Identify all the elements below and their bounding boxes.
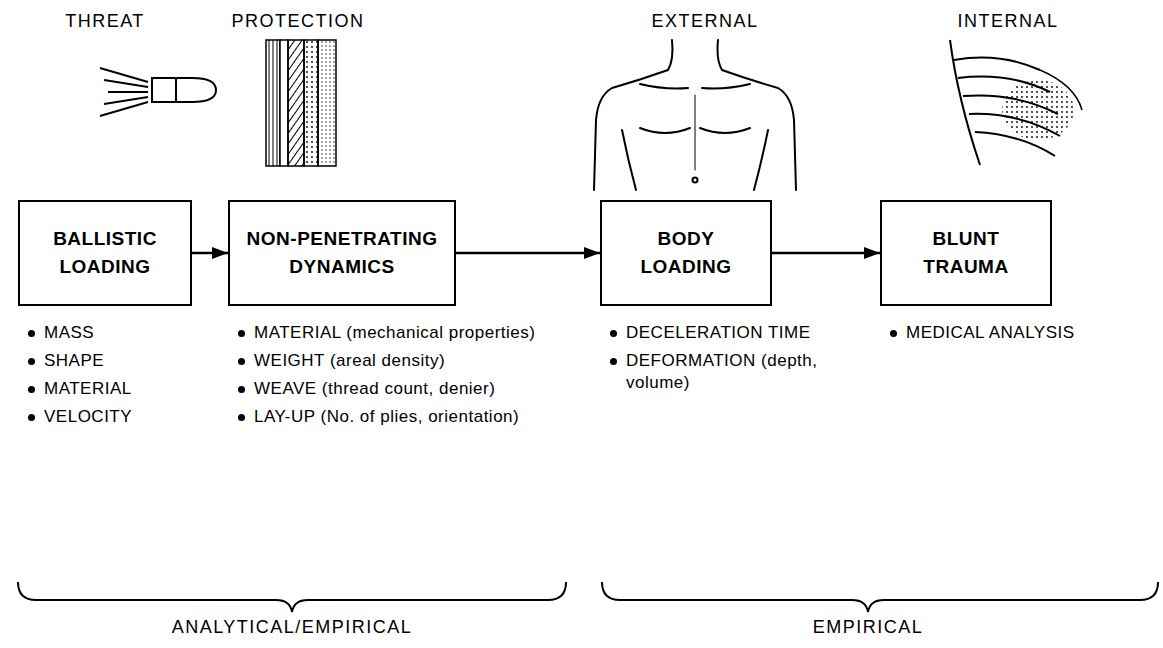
bullet-dot [238,414,245,421]
flow-arrow [192,252,228,255]
list-item: MEDICAL ANALYSIS [886,322,1146,344]
process-box: NON-PENETRATING DYNAMICS [228,200,456,306]
bullet-dot [610,330,617,337]
list-item: DECELERATION TIME [606,322,866,344]
list-item: DEFORMATION (depth, volume) [606,350,866,394]
process-box: BLUNT TRAUMA [880,200,1052,306]
list-item: SHAPE [24,350,224,372]
bracket [18,582,566,612]
list-item: WEIGHT (areal density) [234,350,574,372]
process-box: BALLISTIC LOADING [18,200,192,306]
column-heading: THREAT [65,10,145,33]
bullet-dot [28,358,35,365]
box-label: BALLISTIC LOADING [28,225,182,280]
bracket [602,582,1158,612]
column-heading: PROTECTION [231,10,364,33]
process-box: BODY LOADING [600,200,772,306]
bullet-dot [238,358,245,365]
bullet-illustration [100,68,216,116]
flow-arrow [772,252,880,255]
box-label: BLUNT TRAUMA [890,225,1042,280]
bracket-label: EMPIRICAL [813,616,924,639]
bullet-dot [890,330,897,337]
armor-layers-illustration [266,40,336,166]
list-item: MASS [24,322,224,344]
bullet-dot [238,386,245,393]
list-item: LAY-UP (No. of plies, orientation) [234,406,574,428]
list-item: VELOCITY [24,406,224,428]
ribcage-illustration [950,40,1082,165]
box-label: NON-PENETRATING DYNAMICS [238,225,446,280]
bullet-dot [610,358,617,365]
bullet-dot [238,330,245,337]
list-item: MATERIAL (mechanical properties) [234,322,574,344]
list-item: WEAVE (thread count, denier) [234,378,574,400]
bullet-dot [28,386,35,393]
bullet-dot [28,330,35,337]
column-heading: EXTERNAL [651,10,758,33]
column-heading: INTERNAL [957,10,1058,33]
box-label: BODY LOADING [610,225,762,280]
bracket-label: ANALYTICAL/EMPIRICAL [172,616,413,639]
bullet-dot [28,414,35,421]
flow-arrow [456,252,600,255]
torso-illustration [594,40,796,190]
list-item: MATERIAL [24,378,224,400]
